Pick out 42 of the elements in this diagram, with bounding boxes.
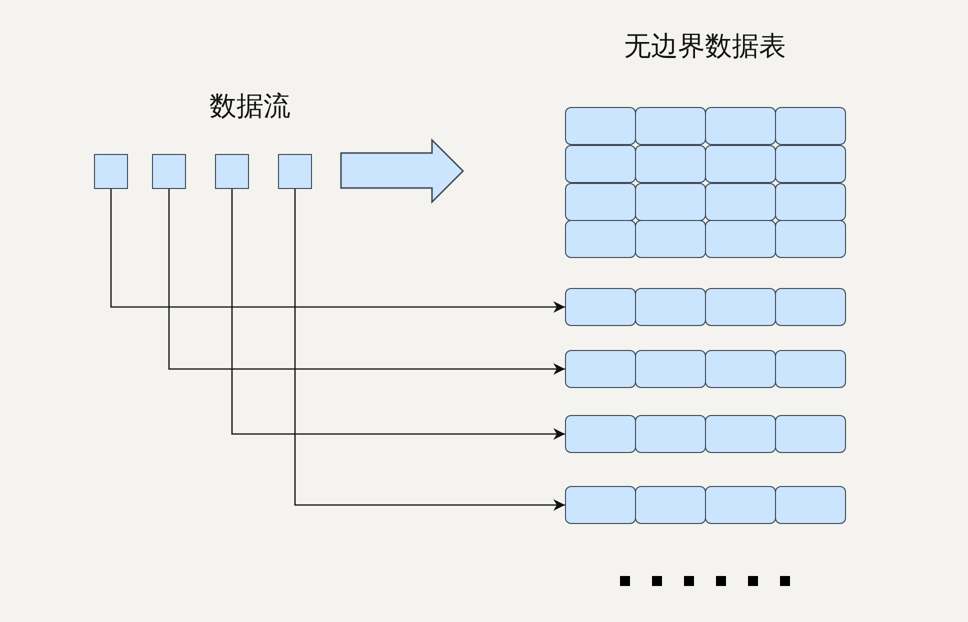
table-cell-box	[635, 107, 706, 145]
table-cell-box	[775, 350, 846, 388]
table-cell-box	[775, 288, 846, 326]
table-cell-box	[705, 220, 776, 258]
table-cell-box	[565, 220, 636, 258]
table-cell-box	[705, 350, 776, 388]
table-cell-box	[635, 183, 706, 221]
table-cell-box	[705, 183, 776, 221]
table-cell-box	[635, 486, 706, 524]
table-cell-box	[635, 220, 706, 258]
heading: 数据流	[210, 90, 290, 124]
table-cell-box	[775, 145, 846, 183]
table-cell-box	[705, 415, 776, 453]
data-item-box	[215, 154, 249, 189]
table-cell-box	[705, 145, 776, 183]
table-cell-box	[705, 486, 776, 524]
table-cell-box	[565, 288, 636, 326]
heading: 无边界数据表	[624, 30, 786, 64]
table-cell-box	[705, 107, 776, 145]
arrow	[168, 189, 565, 375]
table-cell-box	[775, 415, 846, 453]
arrow	[294, 189, 565, 511]
table-cell-box	[635, 415, 706, 453]
table-cell-box	[565, 415, 636, 453]
data-item-box	[152, 154, 186, 189]
table-cell-box	[565, 350, 636, 388]
table-cell-box	[635, 145, 706, 183]
table-cell-box	[775, 220, 846, 258]
table-cell-box	[635, 350, 706, 388]
arrow	[231, 189, 565, 440]
table-cell-box	[775, 107, 846, 145]
table-cell-box	[775, 183, 846, 221]
table-cell-box	[565, 107, 636, 145]
arrow	[110, 189, 565, 313]
table-cell-box	[775, 486, 846, 524]
table-cell-box	[565, 145, 636, 183]
table-cell-box	[565, 486, 636, 524]
table-cell-box	[565, 183, 636, 221]
table-cell-box	[635, 288, 706, 326]
data-item-box	[94, 154, 128, 189]
table-cell-box	[705, 288, 776, 326]
data-item-box	[278, 154, 312, 189]
